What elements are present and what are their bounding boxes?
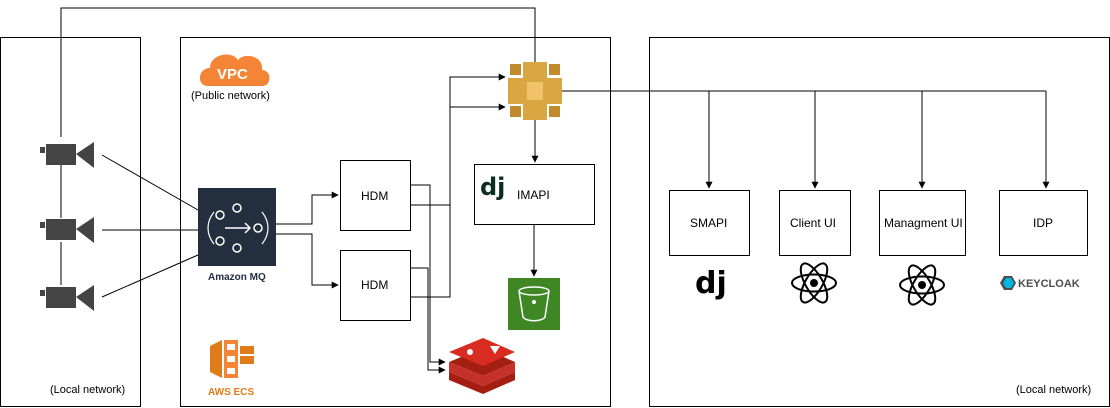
react-icon bbox=[899, 264, 945, 306]
managment-ui-label: Managment UI bbox=[884, 216, 963, 230]
amazon-mq-icon bbox=[198, 188, 276, 266]
vpc-label: VPC bbox=[217, 66, 248, 83]
mq-to-hdm2-connector bbox=[276, 233, 339, 289]
camera-to-gateway-connector bbox=[60, 7, 536, 137]
local-network-left-label: (Local network) bbox=[50, 384, 125, 396]
mq-to-hdm1-connector bbox=[276, 191, 339, 225]
keycloak-icon: KEYCLOAK bbox=[1000, 276, 1080, 290]
imapi-django-icon: dj bbox=[480, 173, 505, 201]
local-network-right-label: (Local network) bbox=[1016, 384, 1091, 396]
hdm-2-label: HDM bbox=[361, 278, 388, 292]
client-ui-label: Client UI bbox=[790, 216, 836, 230]
camera-icon bbox=[40, 285, 94, 311]
imapi-box bbox=[474, 164, 595, 225]
vpc-cloud-icon: VPC bbox=[199, 54, 270, 86]
hdm-2-box bbox=[340, 250, 411, 321]
s3-bucket-icon bbox=[508, 278, 560, 330]
keycloak-label: KEYCLOAK bbox=[1018, 278, 1080, 290]
aws-ecs-icon bbox=[210, 340, 254, 378]
managment-ui-box bbox=[879, 190, 966, 256]
camera-icon bbox=[40, 142, 94, 168]
redis-icon bbox=[449, 338, 515, 394]
hdm-1-box bbox=[340, 160, 411, 231]
hdm2-to-redis-connector bbox=[410, 267, 446, 374]
hdm1-to-redis-connector bbox=[410, 184, 446, 366]
smapi-box bbox=[669, 190, 750, 256]
vpc-zone bbox=[180, 37, 611, 407]
imapi-label: IMAPI bbox=[517, 188, 550, 202]
public-network-label: (Public network) bbox=[191, 90, 270, 102]
hdm-1-label: HDM bbox=[361, 189, 388, 203]
camera-icon bbox=[40, 217, 94, 243]
camera-to-mq-line bbox=[101, 154, 199, 211]
idp-box bbox=[999, 190, 1088, 256]
camera-to-mq-line bbox=[101, 254, 199, 298]
smapi-django-icon: dj bbox=[695, 266, 727, 301]
local-network-left-zone bbox=[0, 37, 141, 407]
amazon-mq-label: Amazon MQ bbox=[208, 272, 266, 283]
api-gateway-icon bbox=[508, 62, 562, 120]
smapi-label: SMAPI bbox=[690, 216, 727, 230]
react-icon bbox=[791, 262, 837, 304]
aws-ecs-label: AWS ECS bbox=[208, 387, 254, 398]
client-ui-box bbox=[779, 190, 851, 256]
idp-label: IDP bbox=[1033, 216, 1053, 230]
